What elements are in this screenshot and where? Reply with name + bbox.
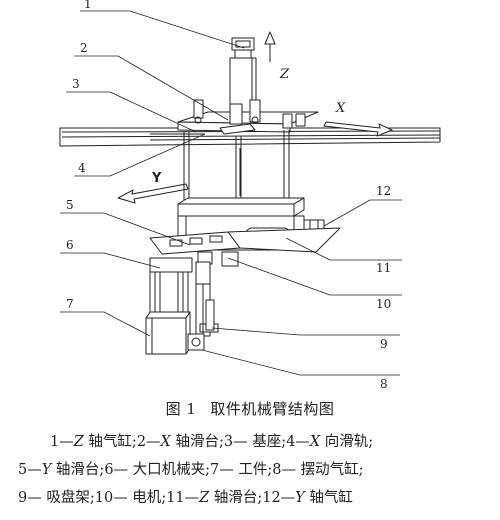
callout-12: 12 (376, 184, 391, 198)
figure-caption: 图 1 取件机械臂结构图 (0, 398, 500, 419)
swing-cylinder (187, 333, 205, 351)
workpiece (145, 311, 191, 355)
x-axis-label: X (335, 101, 346, 116)
leader-lines (60, 10, 402, 376)
guide-rods (183, 130, 290, 210)
legend-item: 9— 吸盘架; (18, 490, 95, 506)
callout-6: 6 (66, 238, 74, 252)
large-mouth-gripper (149, 257, 211, 345)
z-axis-label: Z (279, 67, 290, 82)
callout-7: 7 (66, 297, 74, 311)
mechanism-diagram: 1 2 3 4 5 6 7 8 9 10 11 12 Z X Y (59, 0, 441, 391)
y-axis-label: Y (151, 171, 162, 186)
y-slide-table (149, 227, 341, 267)
legend-line-3: 9— 吸盘架;10— 电机;11—Z 轴滑台;12—Y 轴气缸 (18, 484, 498, 512)
callout-10: 10 (376, 297, 391, 311)
legend-item: 3— 基座; (223, 434, 287, 450)
figure-legend: 1—Z 轴气缸;2—X 轴滑台;3— 基座;4—X 向滑轨; 5—Y 轴滑台;6… (18, 428, 498, 512)
callout-5: 5 (66, 198, 74, 212)
callout-11: 11 (376, 261, 391, 275)
base-plate (59, 127, 441, 147)
callout-1: 1 (84, 0, 92, 11)
legend-item: 8— 摆动气缸; (272, 462, 364, 478)
legend-item: 5—Y 轴滑台; (18, 462, 105, 478)
legend-item: 12—Y 轴气缸 (262, 490, 353, 506)
callout-4: 4 (78, 161, 86, 175)
legend-item: 11—Z 轴滑台; (166, 490, 263, 506)
callout-9: 9 (380, 337, 388, 351)
callout-8: 8 (380, 377, 388, 391)
legend-item: 4—X 向滑轨; (286, 434, 374, 450)
legend-item: 2—X 轴滑台; (136, 434, 224, 450)
legend-line-1: 1—Z 轴气缸;2—X 轴滑台;3— 基座;4—X 向滑轨; (18, 428, 498, 456)
legend-item: 6— 大口机械夹; (104, 462, 211, 478)
callout-3: 3 (72, 77, 80, 91)
legend-line-2: 5—Y 轴滑台;6— 大口机械夹;7— 工件;8— 摆动气缸; (18, 456, 498, 484)
callout-numbers: 1 2 3 4 5 6 7 8 9 10 11 12 (66, 0, 391, 391)
legend-item: 7— 工件; (210, 462, 273, 478)
figure-title: 取件机械臂结构图 (210, 400, 335, 418)
legend-item: 10— 电机; (94, 490, 167, 506)
x-slide-table (177, 99, 319, 135)
z-direction-arrow (264, 31, 276, 62)
callout-2: 2 (80, 41, 88, 55)
y-direction-arrow (117, 183, 189, 204)
figure-number: 图 1 (165, 400, 197, 418)
legend-item: 1—Z 轴气缸; (50, 434, 137, 450)
x-direction-arrow (323, 121, 393, 137)
